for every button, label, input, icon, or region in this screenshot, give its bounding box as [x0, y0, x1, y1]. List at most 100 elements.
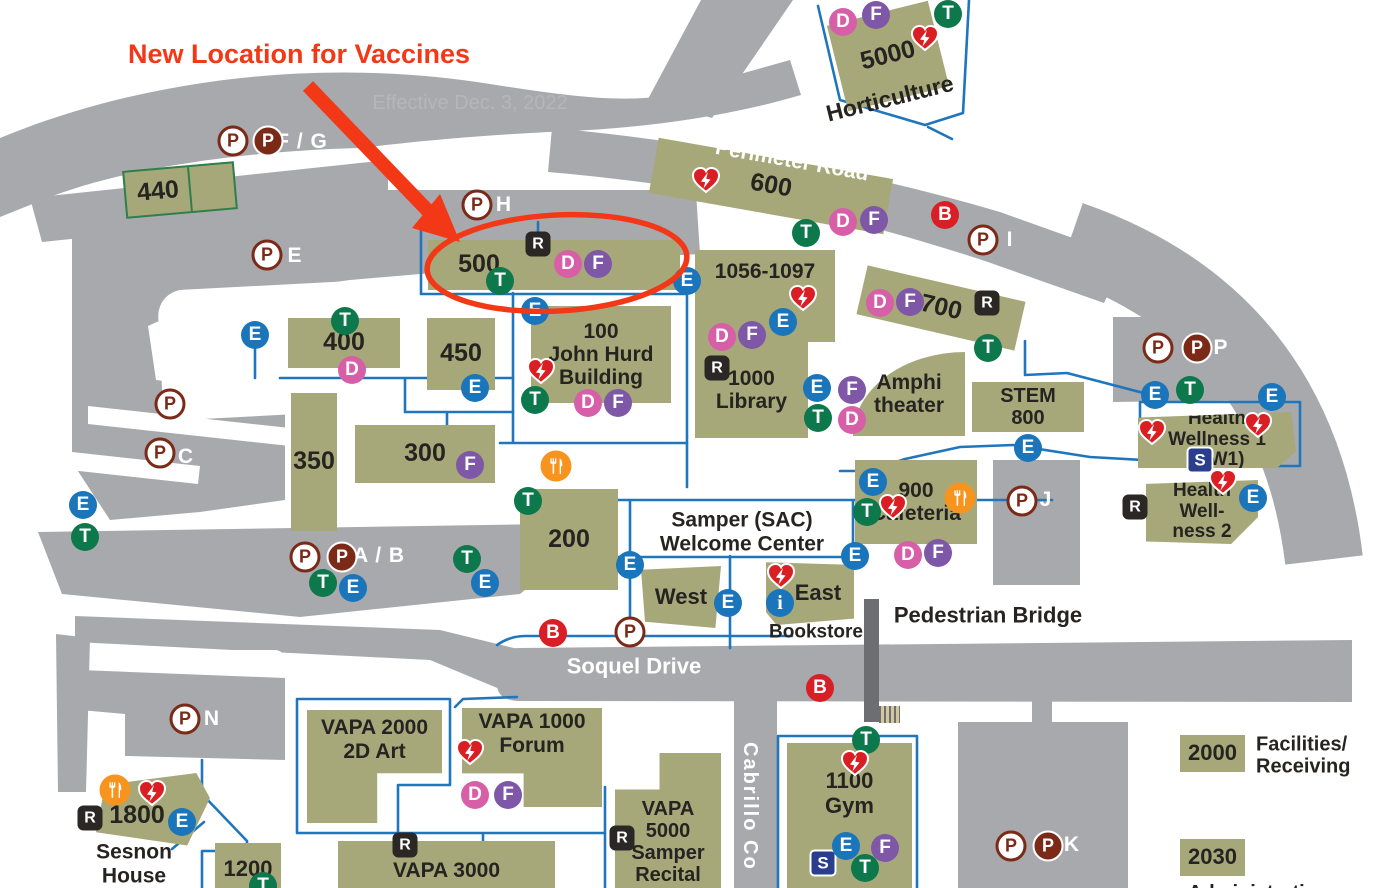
t-marker-icon: T: [331, 307, 359, 335]
e-marker-icon: E: [461, 374, 489, 402]
building-350: 350: [291, 393, 337, 531]
lot-ab-label: A / B: [352, 544, 406, 568]
lot-i-label: I: [1006, 228, 1014, 252]
t-marker-icon: T: [792, 219, 820, 247]
e-marker-icon: E: [1141, 381, 1169, 409]
t-marker-icon: T: [486, 267, 514, 295]
e-marker-icon: E: [714, 589, 742, 617]
building-label: 600: [748, 167, 795, 203]
d-marker-icon: D: [338, 356, 366, 384]
s-marker-icon: S: [1186, 446, 1214, 474]
lot-n-stripe: [120, 650, 285, 670]
building-450: 450: [427, 318, 495, 390]
lot-k-label: K: [1063, 833, 1081, 857]
r-marker-icon: R: [609, 825, 635, 851]
f-marker-icon: F: [604, 389, 632, 417]
parking-icon: P: [154, 388, 186, 420]
lot-p-label: P: [1213, 336, 1229, 360]
parking-icon-filled: P: [1032, 830, 1064, 862]
sesnon-house-label: Sesnon House: [96, 840, 172, 887]
building-label: VAPA 5000 Samper Recital Hall: [631, 797, 705, 888]
road-label-cabrillo-college: Cabrillo Co: [739, 742, 762, 871]
building-health-wellness-2: Health Well- ness 2: [1146, 480, 1258, 544]
f-marker-icon: F: [584, 250, 612, 278]
building-legend-2030: 2030: [1180, 839, 1245, 876]
building-vapa-3000: VAPA 3000: [338, 841, 555, 888]
building-stem-800: STEM 800: [972, 382, 1084, 432]
e-marker-icon: E: [1239, 484, 1267, 512]
r-marker-icon: R: [974, 290, 1000, 316]
d-marker-icon: D: [838, 406, 866, 434]
building-label: VAPA 3000: [393, 858, 500, 882]
t-marker-icon: T: [309, 569, 337, 597]
e-marker-icon: E: [859, 468, 887, 496]
bridge-stairs: [879, 706, 900, 723]
e-marker-icon: E: [841, 542, 869, 570]
f-marker-icon: F: [862, 1, 890, 29]
f-marker-icon: F: [456, 451, 484, 479]
e-marker-icon: E: [471, 569, 499, 597]
lot-j-label: J: [1039, 488, 1053, 512]
t-marker-icon: T: [934, 0, 962, 28]
f-marker-icon: F: [871, 834, 899, 862]
f-marker-icon: F: [860, 206, 888, 234]
building-label: 700: [917, 288, 965, 326]
food-service-icon: [944, 482, 976, 514]
e-marker-icon: E: [168, 808, 196, 836]
road-right-arc: [1056, 203, 1363, 565]
pedestrian-bridge-label: Pedestrian Bridge: [893, 602, 1083, 628]
b-marker-icon: B: [539, 619, 567, 647]
samper-welcome-center-label: Samper (SAC) Welcome Center: [659, 508, 825, 555]
f-marker-icon: F: [896, 288, 924, 316]
t-marker-icon: T: [521, 386, 549, 414]
t-marker-icon: T: [851, 854, 879, 882]
building-west: West: [641, 566, 721, 628]
d-marker-icon: D: [829, 8, 857, 36]
aed-heart-icon: [765, 561, 797, 591]
aed-heart-icon: [839, 748, 871, 778]
t-marker-icon: T: [974, 334, 1002, 362]
e-marker-icon: E: [673, 267, 701, 295]
parking-icon: P: [967, 224, 999, 256]
building-440: 440: [122, 161, 238, 219]
lot-d-label: D: [190, 395, 208, 419]
e-marker-icon: E: [803, 374, 831, 402]
road-label-soquel: Soquel Drive: [566, 653, 702, 679]
t-marker-icon: T: [852, 726, 880, 754]
aed-heart-icon: [1136, 417, 1168, 447]
building-label: 200: [548, 524, 590, 553]
aed-heart-icon: [909, 23, 941, 53]
bookstore-label: Bookstore: [769, 621, 863, 643]
t-marker-icon: T: [1176, 376, 1204, 404]
r-marker-icon: R: [704, 355, 730, 381]
e-marker-icon: E: [339, 574, 367, 602]
aed-heart-icon: [136, 778, 168, 808]
lot-c-stripe: [70, 452, 200, 484]
t-marker-icon: T: [249, 872, 277, 888]
building-label: Amphi theater: [873, 370, 945, 417]
t-marker-icon: T: [514, 487, 542, 515]
building-label: STEM 800: [1000, 385, 1056, 429]
building-label: 100 John Hurd Building: [548, 319, 654, 390]
parking-icon-filled: P: [252, 125, 284, 157]
s-marker-icon: S: [809, 849, 837, 877]
lot-fg-label: F / G: [276, 130, 328, 154]
d-marker-icon: D: [554, 250, 582, 278]
parking-icon-filled: P: [326, 541, 358, 573]
t-marker-icon: T: [853, 498, 881, 526]
cabrillo-college-drive-band: [734, 646, 777, 888]
lot-e-label: E: [287, 244, 303, 268]
parking-icon: P: [461, 189, 493, 221]
f-marker-icon: F: [738, 321, 766, 349]
e-marker-icon: E: [521, 297, 549, 325]
d-marker-icon: D: [574, 389, 602, 417]
building-label: VAPA 2000 2D Art: [321, 716, 428, 763]
administration-label: Administration: [1188, 882, 1329, 888]
building-label: Health Well- ness 2: [1172, 479, 1232, 543]
e-marker-icon: E: [1014, 434, 1042, 462]
d-marker-icon: D: [866, 289, 894, 317]
road-bottom-left-band: [75, 616, 522, 690]
r-marker-icon: R: [525, 231, 551, 257]
r-marker-icon: R: [1122, 494, 1148, 520]
